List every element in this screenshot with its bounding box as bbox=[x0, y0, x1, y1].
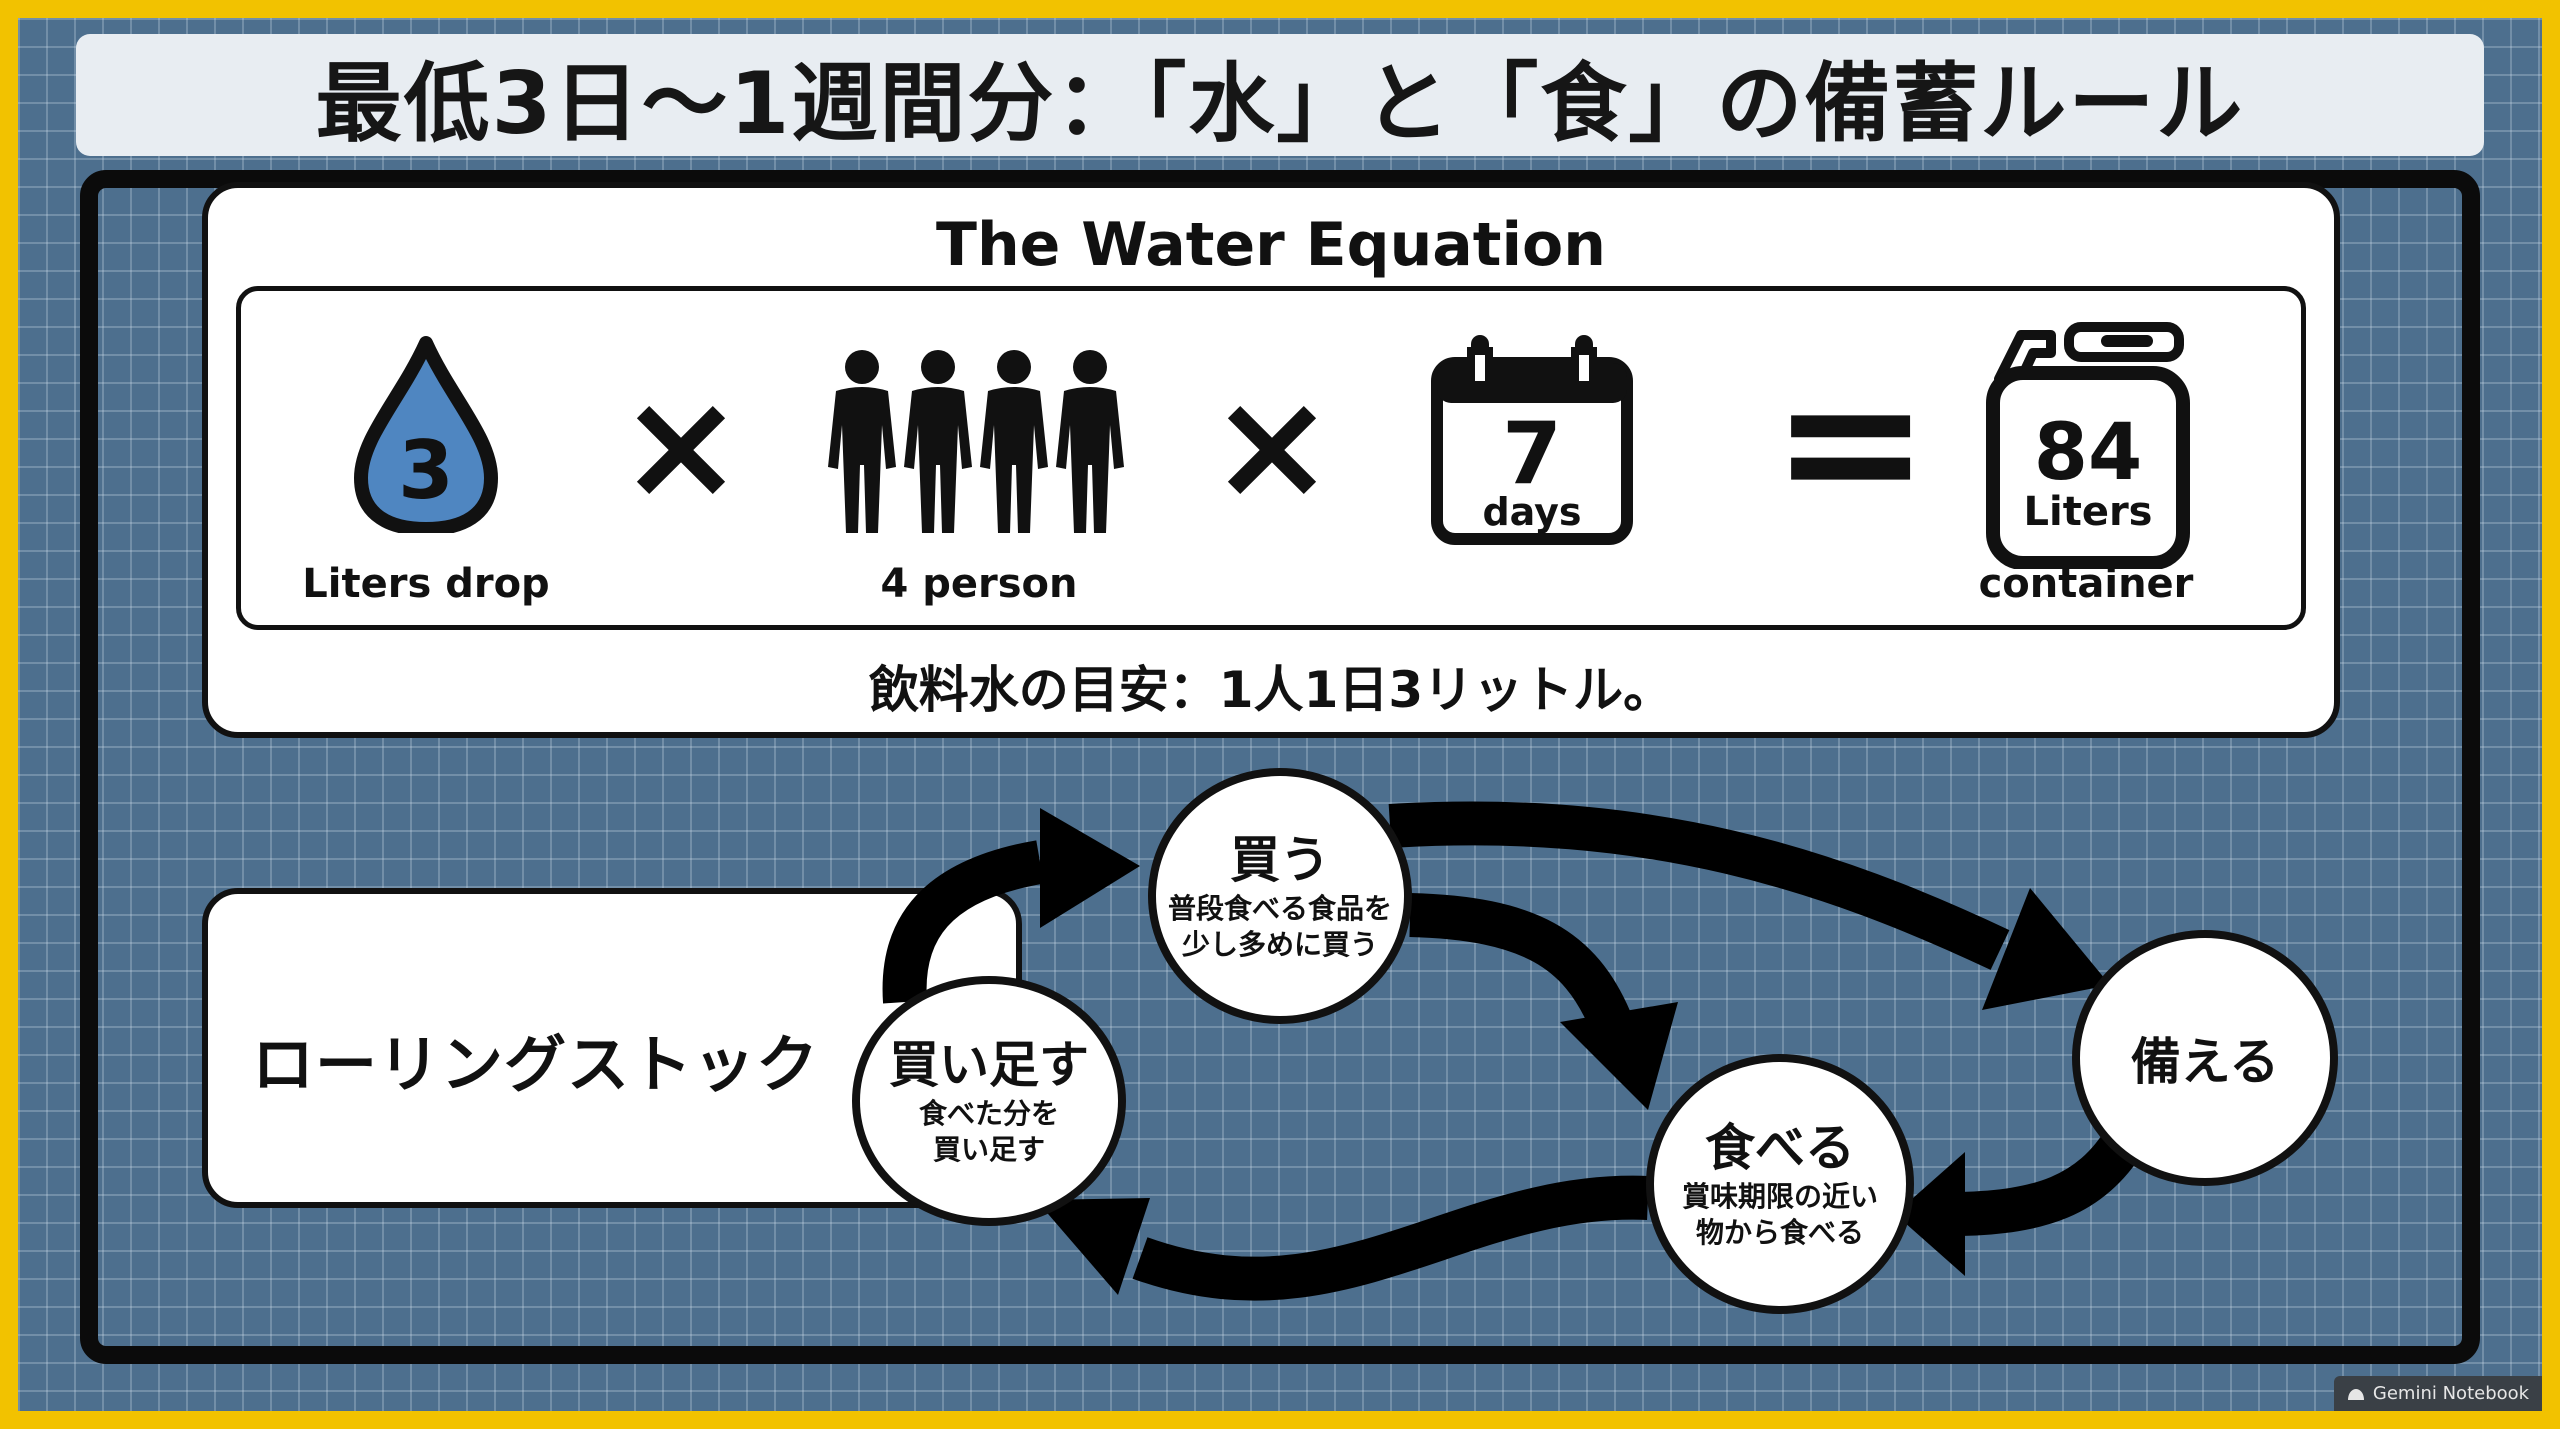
node-buy: 買う 普段食べる食品を 少し多めに買う bbox=[1148, 768, 1412, 1024]
page-title: 最低3日〜1週間分：「水」と「食」の備蓄ルール bbox=[315, 53, 2245, 154]
badge-label: Gemini Notebook bbox=[2372, 1383, 2530, 1404]
gemini-notebook-badge: Gemini Notebook bbox=[2334, 1376, 2542, 1411]
title-banner: 最低3日〜1週間分：「水」と「食」の備蓄ルール bbox=[76, 34, 2484, 156]
node-restock-sub1: 食べた分を bbox=[918, 1097, 1059, 1130]
people-label: 4 person bbox=[880, 561, 1078, 607]
node-eat-title: 食べる bbox=[1705, 1119, 1855, 1177]
water-guideline-note: 飲料水の目安：1人1日3リットル。 bbox=[868, 661, 1674, 719]
node-buy-sub2: 少し多めに買う bbox=[1181, 928, 1378, 961]
container-unit: Liters bbox=[2024, 489, 2153, 535]
drop-value: 3 bbox=[398, 424, 454, 517]
water-equation-card: The Water Equation 3 Liters drop × bbox=[202, 182, 2340, 738]
arrowhead-eat-left bbox=[1895, 1152, 1965, 1276]
node-prepare-title: 備える bbox=[2130, 1033, 2280, 1091]
arrow-buy-to-eat bbox=[1409, 893, 1631, 1030]
node-prepare: 備える bbox=[2072, 930, 2338, 1186]
node-restock-title: 買い足す bbox=[889, 1036, 1089, 1094]
node-restock-sub2: 買い足す bbox=[932, 1133, 1045, 1166]
node-buy-title: 買う bbox=[1230, 831, 1330, 889]
water-drop-icon: 3 bbox=[354, 336, 498, 533]
multiply-symbol-2: × bbox=[1209, 359, 1335, 533]
node-eat: 食べる 賞味期限の近い 物から食べる bbox=[1646, 1054, 1914, 1314]
node-eat-sub1: 賞味期限の近い bbox=[1681, 1180, 1878, 1213]
arrowhead-restock bbox=[1036, 1198, 1150, 1295]
node-buy-sub1: 普段食べる食品を bbox=[1167, 892, 1392, 925]
water-container-icon: 84 Liters bbox=[1986, 322, 2190, 569]
calendar-icon: 7 days bbox=[1431, 335, 1633, 545]
arrowhead-buy bbox=[1040, 808, 1140, 928]
water-equation-title: The Water Equation bbox=[936, 210, 1606, 280]
node-restock: 買い足す 食べた分を 買い足す bbox=[852, 976, 1126, 1226]
equation-box: 3 Liters drop × bbox=[236, 286, 2306, 630]
container-label: container bbox=[1978, 561, 2194, 607]
arrow-prepare-to-eat bbox=[1959, 1127, 2144, 1236]
container-value: 84 bbox=[2034, 408, 2143, 498]
multiply-symbol-1: × bbox=[618, 359, 744, 533]
node-eat-sub2: 物から食べる bbox=[1695, 1216, 1864, 1249]
days-unit: days bbox=[1482, 490, 1581, 534]
rolling-stock-label: ローリングストック bbox=[252, 1028, 820, 1101]
people-icon bbox=[828, 350, 1124, 533]
arrow-buy-to-prepare bbox=[1388, 801, 2010, 970]
arrowhead-prepare bbox=[1982, 888, 2110, 1010]
arrow-restock-to-buy bbox=[882, 840, 1044, 1004]
gemini-logo-icon bbox=[2347, 1388, 2364, 1400]
equals-symbol: = bbox=[1771, 331, 1931, 552]
drop-label: Liters drop bbox=[302, 561, 550, 607]
arrow-eat-to-restock bbox=[1132, 1175, 1649, 1301]
days-value: 7 bbox=[1502, 404, 1562, 504]
arrowhead-eat bbox=[1560, 1002, 1678, 1110]
